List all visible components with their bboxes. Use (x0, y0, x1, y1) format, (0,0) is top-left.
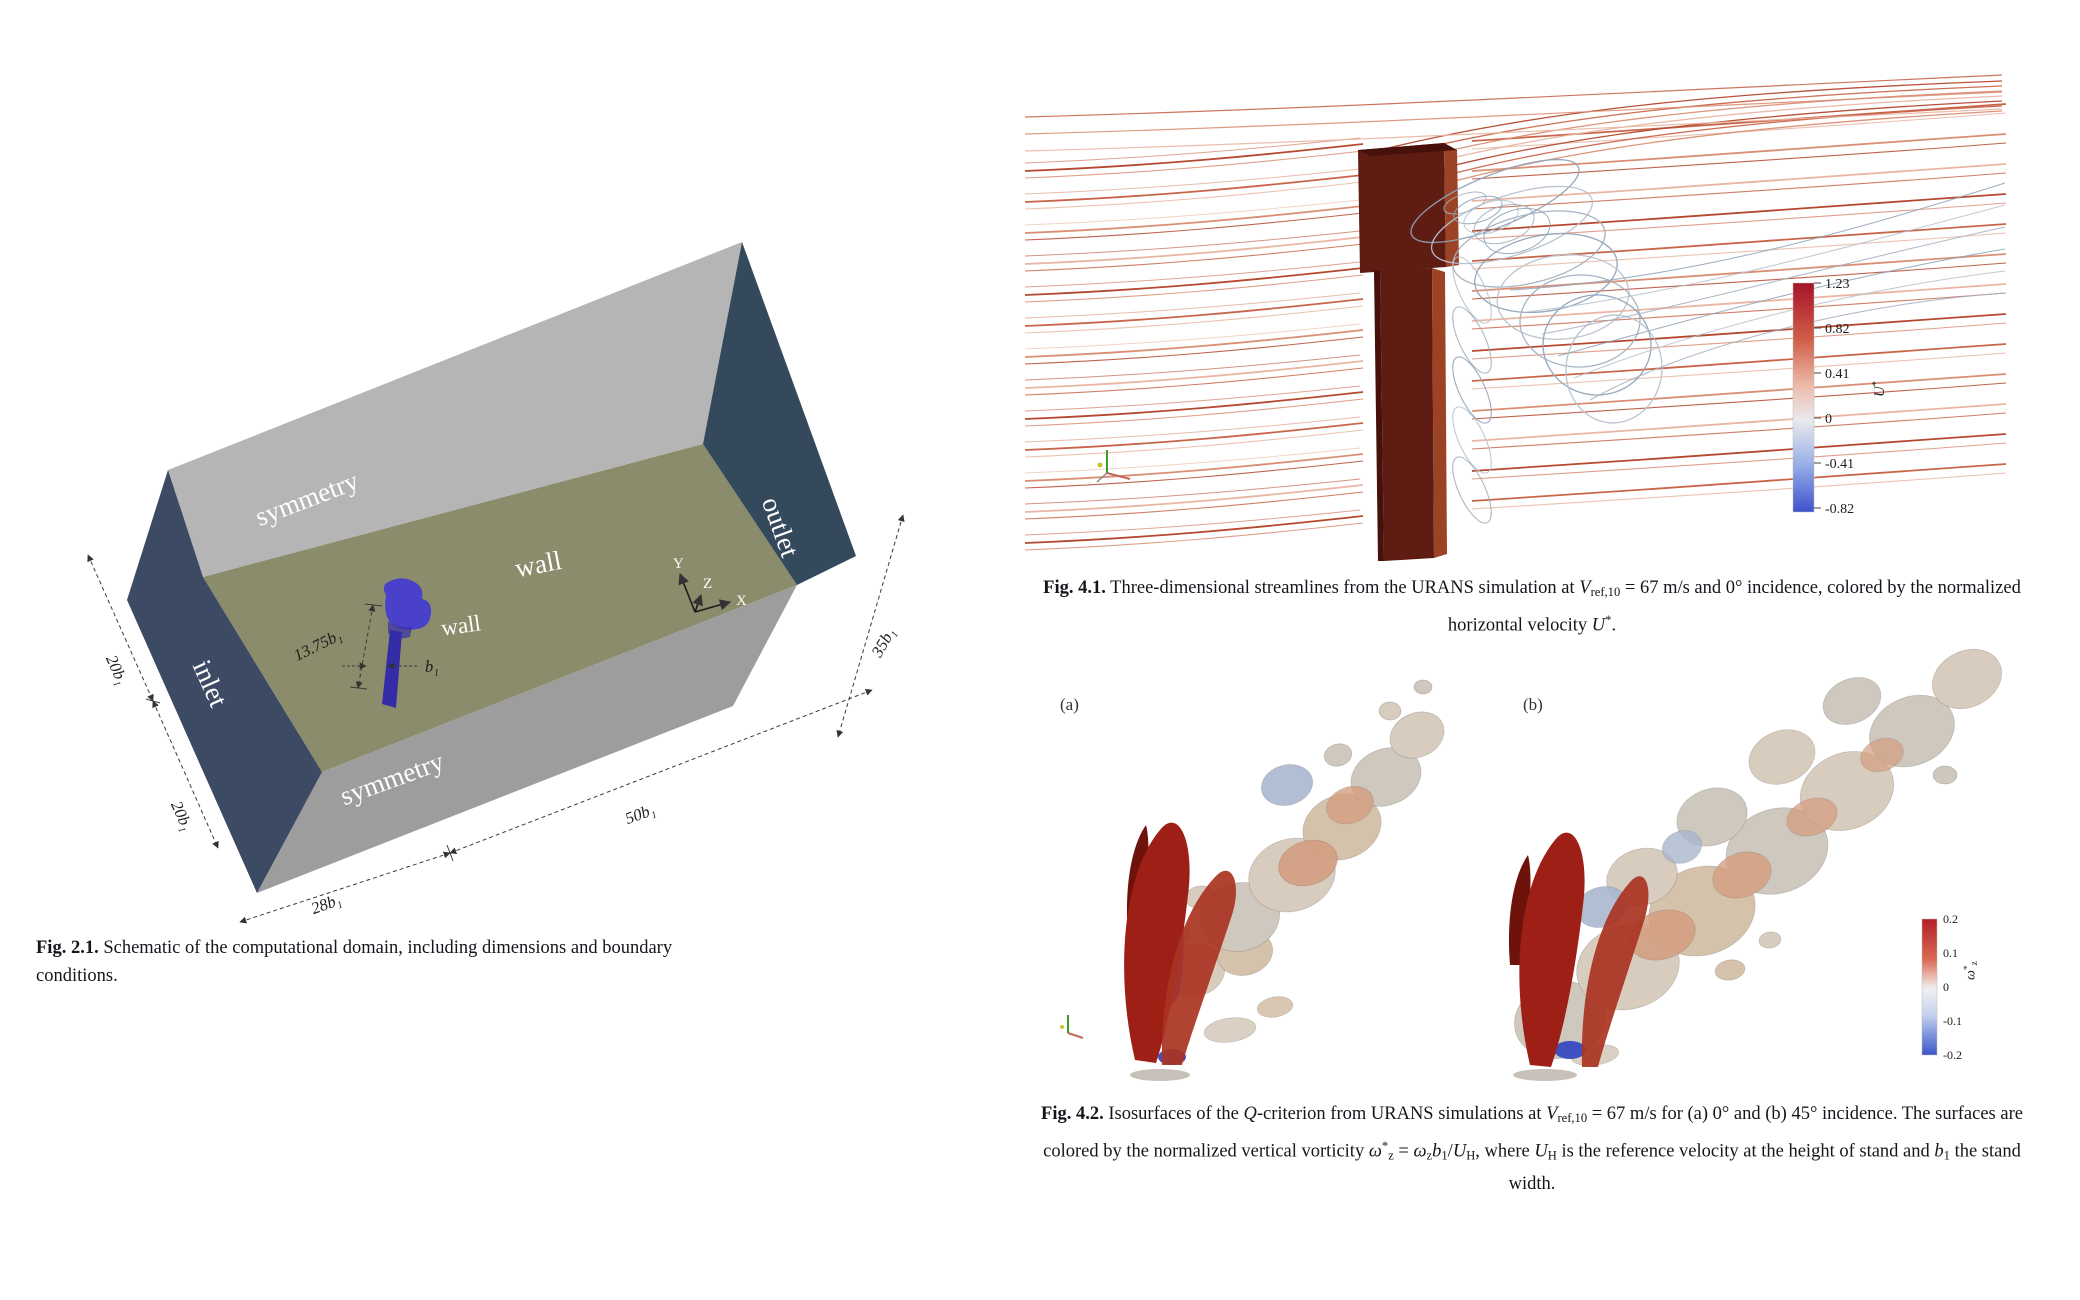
label-wall-small: wall (440, 610, 483, 640)
fig42-colorbar: 0.2 0.1 0 -0.1 -0.2 (1921, 912, 1962, 1062)
axis-triad (678, 572, 732, 613)
dimension-lines (87, 514, 905, 924)
fig41-streamlines: 1.23 0.82 0.41 0 -0.41 -0.82 (1024, 74, 2007, 561)
face-inlet (127, 470, 322, 893)
cb41-tick-0: 1.23 (1825, 277, 1850, 292)
dim-stand-width: b₁ (425, 657, 439, 676)
face-far-symmetry (168, 242, 742, 577)
cb41-tick-2: 0.41 (1825, 367, 1850, 382)
cb41-tick-4: -0.41 (1825, 457, 1854, 472)
dim-50b: 50b₁ (623, 800, 658, 828)
dim-35b: 35b₁ (867, 624, 899, 661)
cb42-tick-4: -0.2 (1943, 1048, 1962, 1062)
fig21-domain-schematic: symmetry wall wall symmetry inlet outlet… (87, 242, 905, 924)
fig21-caption: Fig. 2.1. Schematic of the computational… (36, 938, 673, 986)
fig41-caption: Fig. 4.1. Three-dimensional streamlines … (1043, 578, 2021, 636)
axis-y-label: Y (673, 556, 684, 572)
face-floor-wall (203, 444, 797, 772)
isosurface-sheets-a (1124, 822, 1237, 1081)
panel-b-label: (b) (1523, 695, 1543, 714)
cb41-tick-3: 0 (1825, 412, 1832, 427)
cb42-tick-1: 0.1 (1943, 946, 1958, 960)
cb42-tick-0: 0.2 (1943, 912, 1958, 926)
dim-28b: 28b₁ (309, 890, 344, 918)
cb41-tick-5: -0.82 (1825, 502, 1854, 517)
dim-20b-lower: 20b₁ (167, 798, 197, 834)
cb42-tick-2: 0 (1943, 980, 1949, 994)
sign-stand-3d (1358, 143, 1459, 561)
mini-axis-triad-a (1060, 1015, 1084, 1039)
fig42-caption: Fig. 4.2. Isosurfaces of the Q-criterion… (1041, 1104, 2023, 1194)
cb42-tick-3: -0.1 (1943, 1014, 1962, 1028)
streamlines-red (1024, 74, 2007, 551)
mini-axis-triad (1096, 450, 1131, 483)
fig42-isosurfaces: (a) (b) 0.2 0 (1060, 648, 2002, 1081)
dim-20b-upper: 20b₁ (102, 652, 132, 688)
panel-a-label: (a) (1060, 695, 1079, 714)
axis-z-label: Z (703, 576, 712, 592)
fig41-colorbar-label: U* (1870, 381, 1889, 398)
face-outlet (703, 242, 856, 585)
wake-vortex-streamlines (1410, 158, 2006, 524)
axis-x-label: X (736, 593, 747, 609)
fig42-colorbar-label: ω*z (1962, 961, 1981, 981)
fig41-colorbar: 1.23 0.82 0.41 0 -0.41 -0.82 (1792, 277, 1854, 517)
isosurface-sheets-b (1508, 832, 1649, 1081)
cb41-tick-1: 0.82 (1825, 322, 1850, 337)
